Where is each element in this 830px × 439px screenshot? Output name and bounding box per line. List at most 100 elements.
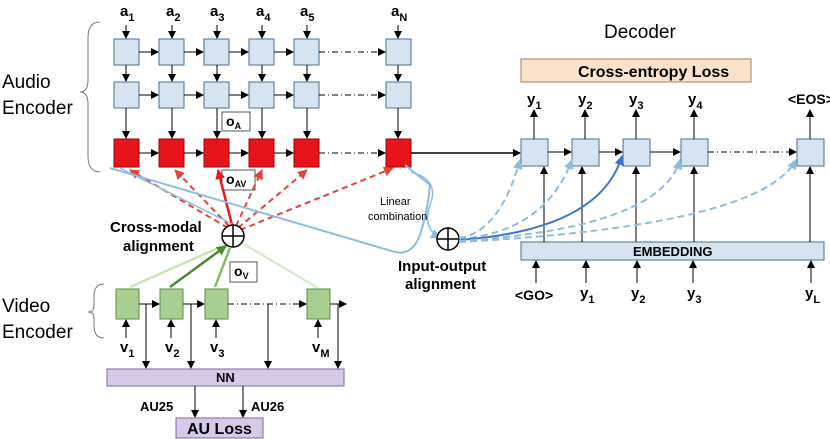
- decoder-title: Decoder: [604, 22, 676, 43]
- decoder-input-yL: yL: [805, 285, 820, 306]
- embedding-box: [520, 241, 825, 261]
- audio-output-cell: [113, 138, 140, 168]
- embedding-label: EMBEDDING: [633, 244, 712, 259]
- decoder-cell: [520, 138, 549, 167]
- decoder-output-arrows: [530, 109, 814, 139]
- video-encoder-label-line2: Encoder: [2, 322, 73, 343]
- video-input-v1: v1: [120, 339, 134, 360]
- svg-text:oAV: oAV: [226, 171, 246, 189]
- nn-label: NN: [216, 370, 235, 385]
- decoder-output-y3: y3: [629, 91, 643, 112]
- audio-cell: [113, 38, 140, 66]
- video-cell: [204, 288, 229, 320]
- audio-input-arrows: [122, 25, 402, 39]
- audio-cell: [158, 38, 185, 66]
- audio-layer-arrows: [122, 65, 402, 139]
- audio-output-cell: [385, 138, 412, 168]
- audio-cell: [158, 81, 185, 109]
- audio-output-cell: [203, 138, 230, 168]
- au26-label: AU26: [251, 399, 284, 414]
- cross-entropy-loss-label: Cross-entropy Loss: [578, 64, 729, 81]
- linear-combination-arrow: [410, 171, 441, 239]
- audio-cell: [248, 81, 275, 109]
- au25-label: AU25: [140, 399, 173, 414]
- cross-modal-sum-node: [221, 224, 245, 248]
- decoder-output-eos: <EOS>: [788, 91, 830, 107]
- svg-text:oV: oV: [234, 263, 249, 281]
- audio-cell: [203, 81, 230, 109]
- audio-cell: [385, 81, 412, 109]
- nn-to-au-loss-arrows: [191, 386, 247, 418]
- audio-feature-link: [119, 167, 233, 225]
- audio-encoder-label-line2: Encoder: [2, 98, 73, 119]
- audio-input-a4: a4: [256, 3, 271, 24]
- video-input-v3: v3: [210, 339, 224, 360]
- o-a-label: oA: [221, 111, 251, 132]
- audio-cell: [293, 38, 320, 66]
- linear-combination-label-line2: combination: [368, 211, 427, 223]
- video-cell: [159, 288, 184, 320]
- o-v-label: oV: [229, 261, 258, 283]
- audio-to-linear-combination-path: [109, 164, 432, 254]
- embedding-to-decoder-arrows: [540, 166, 814, 242]
- audio-encoder-layer1: [113, 38, 412, 66]
- au-loss-label: AU Loss: [187, 421, 252, 438]
- video-input-labels: v1 v2 v3 vM: [120, 339, 330, 360]
- audio-output-cell: [293, 138, 320, 168]
- input-output-label-line2: alignment: [405, 276, 476, 293]
- cross-modal-label-line2: alignment: [123, 238, 194, 255]
- nn-box: [106, 368, 345, 387]
- decoder-cell: [680, 138, 709, 167]
- audio-cell: [113, 81, 140, 109]
- audio-input-a2: a2: [166, 3, 180, 24]
- audio-encoder-brace: [79, 21, 101, 173]
- video-cell: [115, 288, 140, 320]
- context-arrows: [458, 155, 797, 243]
- input-output-sum-node: [436, 227, 460, 251]
- cross-modal-label-line1: Cross-modal: [110, 219, 202, 236]
- o-av-label: oAV: [221, 169, 256, 191]
- au-loss-box: [175, 417, 264, 439]
- decoder-input-arrows: [532, 260, 815, 283]
- linear-combination-label-line1: Linear: [380, 196, 411, 208]
- video-encoder-cells: [115, 288, 331, 320]
- decoder-output-labels: y1 y2 y3 y4 <EOS>: [527, 91, 830, 112]
- decoder-output-y2: y2: [578, 91, 592, 112]
- audio-encoder-outputs: [113, 138, 412, 168]
- video-attention-arrows: [129, 242, 319, 290]
- video-input-v2: v2: [165, 339, 179, 360]
- audio-cell: [385, 38, 412, 66]
- video-encoder-brace: [87, 283, 105, 339]
- o-av-arrow: [215, 169, 234, 226]
- audio-encoder-label-line1: Audio: [2, 72, 51, 93]
- decoder-output-y4: y4: [688, 91, 703, 112]
- audio-input-a1: a1: [120, 3, 134, 24]
- audio-cell: [293, 81, 320, 109]
- decoder-input-y3: y3: [687, 285, 701, 306]
- audio-input-a5: a5: [300, 3, 314, 24]
- audio-output-cell: [248, 138, 275, 168]
- video-input-arrows: [122, 319, 322, 338]
- decoder-input-y2: y2: [631, 285, 645, 306]
- video-input-vM: vM: [312, 339, 330, 360]
- cross-entropy-loss-box: [520, 58, 752, 83]
- video-cell: [306, 288, 331, 320]
- audio-cell: [248, 38, 275, 66]
- audio-input-a3: a3: [210, 3, 224, 24]
- decoder-input-labels: <GO> y1 y2 y3 yL: [515, 285, 820, 306]
- audio-encoder-layer2: [113, 81, 412, 109]
- audio-cell: [203, 38, 230, 66]
- decoder-input-y1: y1: [580, 285, 594, 306]
- audio-input-labels: a1 a2 a3 a4 a5 aN: [120, 3, 407, 24]
- audio-output-cell: [158, 138, 185, 168]
- decoder-input-go: <GO>: [515, 287, 553, 303]
- svg-text:oA: oA: [226, 113, 242, 131]
- audio-input-aN: aN: [391, 3, 407, 24]
- video-to-nn-arrows: [142, 304, 342, 369]
- audio-recurrent-arrows: [139, 48, 386, 157]
- decoder-output-y1: y1: [527, 91, 541, 112]
- decoder-cell: [571, 138, 600, 167]
- video-encoder-label-line1: Video: [2, 296, 50, 317]
